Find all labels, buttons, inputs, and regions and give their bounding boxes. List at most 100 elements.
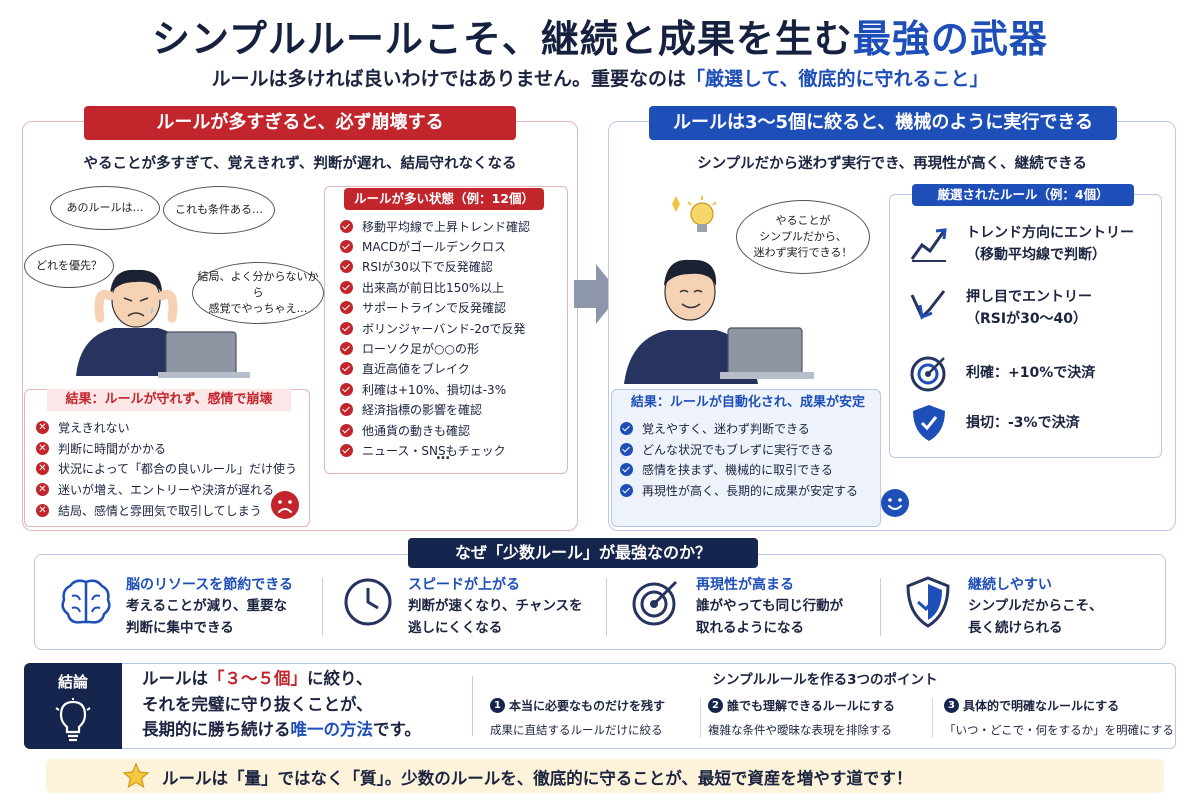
list-item: ✕迷いが増え、エントリーや決済が遅れる — [36, 479, 297, 500]
left-result-list: ✕覚えきれない ✕判断に時間がかかる ✕状況によって「都合の良いルール」だけ使う… — [36, 417, 297, 521]
left-result-title: 結果：ルールが守れず、感情で崩壊 — [47, 389, 291, 411]
footer-banner — [46, 759, 1164, 793]
x-icon: ✕ — [36, 441, 49, 455]
why-item: 継続しやすいシンプルだからこそ、長く続けられる — [900, 574, 1103, 640]
right-banner: ルールは3〜5個に絞ると、機械のように実行できる — [649, 106, 1117, 140]
divider — [472, 676, 473, 736]
right-result-box: 結果：ルールが自動化され、成果が安定 — [611, 389, 881, 527]
check-icon — [620, 442, 633, 456]
list-item: ボリンジャーバンド-2σで反発 — [340, 318, 530, 338]
why-item: 再現性が高まる誰がやっても同じ行動が取れるようになる — [628, 574, 843, 640]
clock-icon — [344, 578, 392, 626]
conclusion-side — [24, 663, 122, 749]
left-result-box: 結果：ルールが守れず、感情で崩壊 — [24, 389, 310, 527]
trend-up-icon — [910, 228, 947, 263]
check-icon — [340, 382, 353, 396]
selected-rule-item: トレンド方向にエントリー（移動平均線で判断） — [908, 222, 1134, 267]
check-icon — [340, 260, 353, 274]
list-item: 直近高値をブレイク — [340, 359, 530, 379]
list-item: 感情を挟まず、機械的に取引できる — [620, 460, 858, 481]
left-banner: ルールが多すぎると、必ず崩壊する — [84, 106, 516, 140]
selected-rule-item: 損切：-3%で決済 — [908, 402, 1080, 444]
list-item: 再現性が高く、長期的に成果が安定する — [620, 480, 858, 501]
left-panel-subtitle: やることが多すぎて、覚えきれず、判断が遅れ、結局守れなくなる — [83, 156, 517, 172]
list-item: ✕覚えきれない — [36, 417, 297, 438]
dip-buy-icon — [910, 290, 946, 320]
star-icon — [122, 762, 150, 789]
list-item: RSIが30以下で反発確認 — [340, 257, 530, 277]
check-icon — [340, 321, 353, 335]
check-icon — [340, 240, 353, 254]
check-icon — [340, 362, 353, 376]
check-icon — [340, 280, 353, 294]
divider — [700, 698, 701, 738]
list-item: ローソク足が○○の形 — [340, 338, 530, 358]
list-item: 経済指標の影響を確認 — [340, 400, 530, 420]
page-title: シンプルルールこそ、継続と成果を生む最強の武器 — [0, 8, 1200, 63]
check-icon — [620, 484, 633, 498]
rules-list-box — [324, 186, 568, 474]
thought-bubble: どれを優先？ — [24, 244, 114, 288]
list-ellipsis: … — [436, 447, 450, 463]
selected-rules-tag: 厳選されたルール（例：4個） — [912, 184, 1134, 206]
sad-face-icon — [271, 491, 299, 519]
thought-bubble: これも条件ある… — [163, 186, 275, 234]
conclusion-box — [24, 663, 1176, 749]
x-icon: ✕ — [36, 483, 49, 497]
list-item: 覚えやすく、迷わず判断できる — [620, 418, 858, 439]
shield-icon — [913, 405, 945, 441]
arrow-right-icon — [574, 264, 620, 324]
selected-rule-item: 押し目でエントリー（RSIが30〜40） — [908, 286, 1092, 331]
rules-list-tag: ルールが多い状態（例：12個） — [344, 188, 544, 210]
list-item: 移動平均線で上昇トレンド確認 — [340, 216, 530, 236]
check-icon — [340, 219, 353, 233]
calm-person-illustration — [624, 259, 814, 384]
shield-icon — [906, 576, 950, 628]
why-tag: なぜ「少数ルール」が最強なのか？ — [408, 538, 758, 568]
right-panel-subtitle: シンプルだから迷わず実行でき、再現性が高く、継続できる — [697, 156, 1087, 172]
conclusion-text: ルールは「３〜５個」に絞り、 それを完璧に守り抜くことが、 長期的に勝ち続ける唯… — [142, 669, 421, 740]
divider — [932, 698, 933, 738]
divider — [880, 578, 881, 636]
confused-person-illustration — [76, 269, 250, 378]
selected-rule-item: 利確：+10%で決済 — [908, 352, 1095, 394]
brain-icon — [61, 579, 111, 624]
conclusion-label: 結論 — [57, 673, 88, 691]
divider — [322, 578, 323, 636]
right-result-list: 覚えやすく、迷わず判断できる どんな状況でもブレずに実行できる 感情を挟まず、機… — [620, 418, 858, 501]
x-icon: ✕ — [36, 462, 49, 476]
x-icon: ✕ — [36, 504, 49, 518]
check-icon — [340, 403, 353, 417]
list-item: ニュース・SNSもチェック — [340, 440, 530, 460]
list-item: サポートラインで反発確認 — [340, 298, 530, 318]
thought-bubble: 結局、よく分からないから感覚でやっちゃえ… — [192, 262, 324, 324]
rules-list: 移動平均線で上昇トレンド確認 MACDがゴールデンクロス RSIが30以下で反発… — [340, 216, 530, 461]
points-title: シンプルルールを作る3つのポイント — [712, 672, 938, 688]
right-result-title: 結果：ルールが自動化され、成果が安定 — [630, 395, 866, 410]
target-icon — [910, 356, 946, 392]
title-main: シンプルルールこそ、継続と成果を生む — [152, 17, 853, 61]
thought-bubble: やることが シンプルだから、 迷わず実行できる！ — [736, 200, 870, 274]
check-icon — [340, 443, 353, 457]
footer-text: ルールは「量」ではなく「質」。少数のルールを、徹底的に守ることが、最短で資産を増… — [162, 769, 913, 788]
list-item: どんな状況でもブレずに実行できる — [620, 439, 858, 460]
target-icon — [632, 580, 678, 626]
list-item: 利確は+10%、損切は-3% — [340, 379, 530, 399]
why-item: スピードが上がる判断が速くなり、チャンスを逃しにくくなる — [340, 574, 583, 640]
list-item: MACDがゴールデンクロス — [340, 236, 530, 256]
check-icon — [340, 423, 353, 437]
check-icon — [620, 421, 633, 435]
check-icon — [620, 463, 633, 477]
list-item: ✕結局、感情と雰囲気で取引してしまう — [36, 500, 297, 521]
page-subtitle: ルールは多ければ良いわけではありません。重要なのは「厳選して、徹底的に守れること… — [0, 64, 1200, 91]
thought-bubble: あのルールは… — [50, 186, 160, 230]
smile-face-icon — [881, 489, 909, 517]
lightbulb-icon — [672, 196, 717, 232]
x-icon: ✕ — [36, 420, 49, 434]
why-item: 脳のリソースを節約できる考えることが減り、重要な判断に集中できる — [58, 574, 293, 640]
list-item: 他通貨の動きも確認 — [340, 420, 530, 440]
check-icon — [340, 342, 353, 356]
list-item: ✕判断に時間がかかる — [36, 438, 297, 459]
